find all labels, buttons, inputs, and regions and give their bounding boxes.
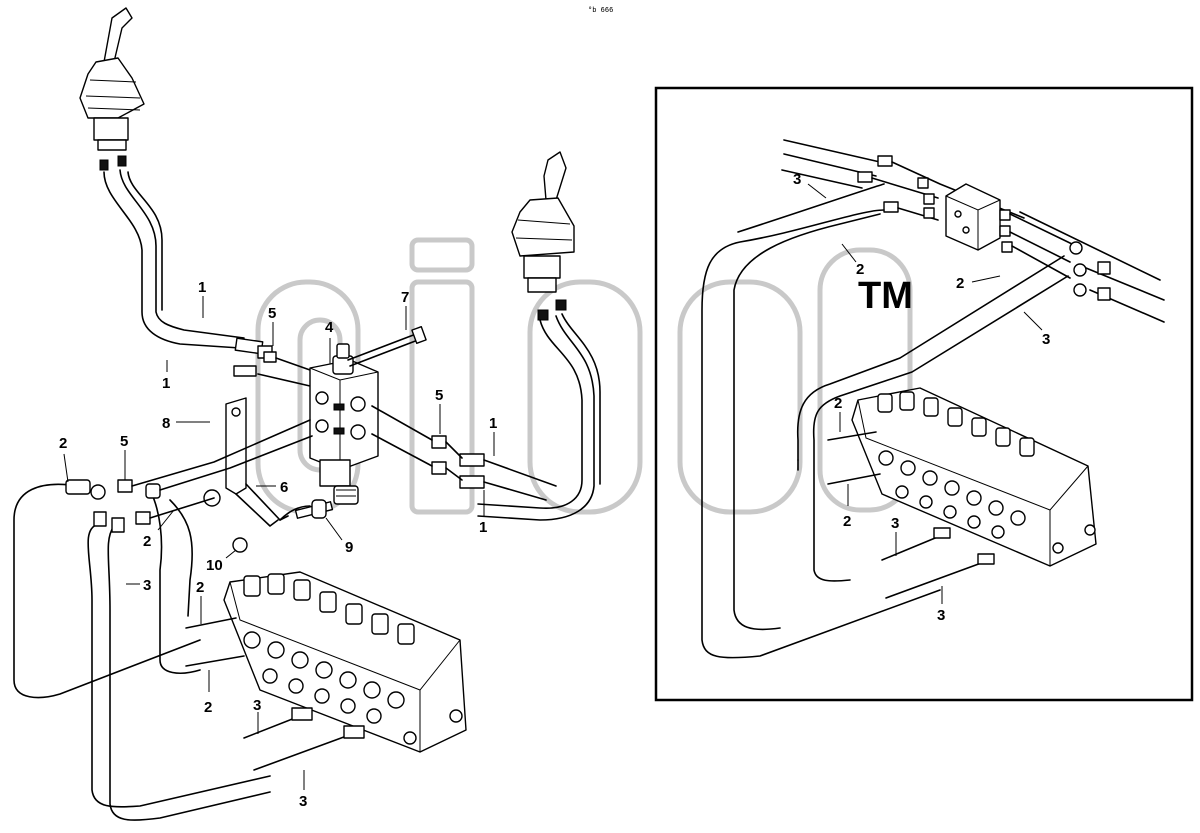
callout-3-b: 3 [253, 697, 261, 714]
sheet-code: °b 666 [588, 6, 613, 14]
right-joystick [511, 151, 575, 321]
callout-1-a: 1 [198, 279, 206, 296]
callout-9: 9 [345, 539, 353, 556]
inset-callout-2-b: 2 [956, 275, 964, 292]
main-control-valve [185, 571, 467, 771]
callout-3-a: 3 [143, 577, 151, 594]
callout-2-a: 2 [59, 435, 67, 452]
callout-5-a: 5 [268, 305, 276, 322]
callout-2-c: 2 [196, 579, 204, 596]
pilot-valve-block [309, 343, 379, 505]
inset-callout-2-c: 2 [834, 395, 842, 412]
callout-2-b: 2 [143, 533, 151, 550]
left-joystick [79, 7, 145, 171]
callout-5-b: 5 [435, 387, 443, 404]
callout-3-c: 3 [299, 793, 307, 810]
inset-callout-3-a: 3 [793, 171, 801, 188]
left-loop-hoses [13, 419, 313, 821]
inset-callout-3-d: 3 [937, 607, 945, 624]
callout-4: 4 [325, 319, 334, 336]
callout-7: 7 [401, 289, 409, 306]
inset-callout-2-d: 2 [843, 513, 851, 530]
callout-10: 10 [206, 557, 223, 574]
inset-callout-3-c: 3 [891, 515, 899, 532]
callout-2-d: 2 [204, 699, 212, 716]
callout-1-c: 1 [489, 415, 497, 432]
callout-1-b: 1 [162, 375, 170, 392]
main-callouts: 1 1 5 4 7 8 5 1 1 2 5 2 6 9 10 3 2 2 3 [59, 279, 497, 810]
callout-5-c: 5 [120, 433, 128, 450]
watermark-tm: TM [858, 275, 913, 317]
bracket [203, 397, 334, 553]
callout-8: 8 [162, 415, 170, 432]
bolt-7 [347, 326, 427, 367]
callout-1-d: 1 [479, 519, 487, 536]
right-joystick-hoses [371, 313, 601, 521]
inset-view: 3 2 2 3 2 2 3 3 [654, 86, 1194, 702]
callout-6: 6 [280, 479, 288, 496]
inset-callout-3-b: 3 [1042, 331, 1050, 348]
left-joystick-hoses [103, 169, 311, 387]
inset-callout-2-a: 2 [856, 261, 864, 278]
